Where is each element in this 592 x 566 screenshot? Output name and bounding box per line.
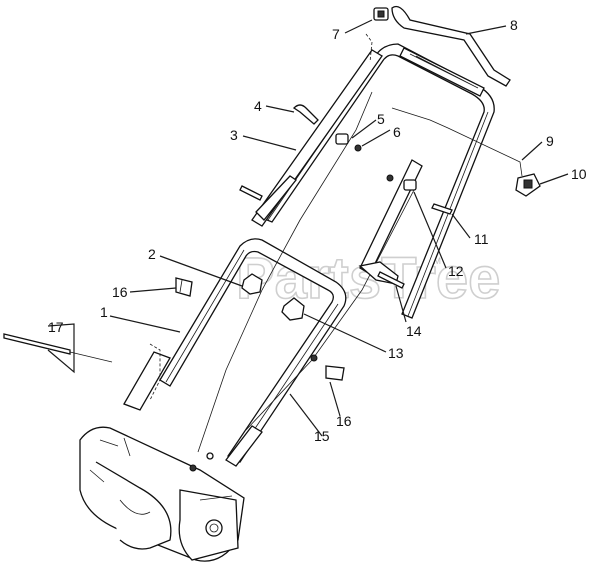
bolt-left — [239, 185, 263, 201]
leader-lines — [47, 19, 569, 437]
callout-6: 6 — [393, 124, 401, 140]
callout-5: 5 — [377, 111, 385, 127]
callout-3: 3 — [230, 127, 238, 143]
callout-13: 13 — [388, 345, 404, 361]
part-10-bracket — [515, 173, 541, 197]
control-cable — [197, 91, 373, 453]
callout-labels: 7 8 4 5 6 3 9 10 11 12 2 16 1 17 14 13 1… — [48, 17, 587, 444]
part-8-bail — [391, 5, 511, 87]
callout-11: 11 — [474, 231, 489, 247]
part-13-knob — [281, 297, 305, 321]
part-2-knob — [241, 273, 263, 295]
callout-17: 17 — [48, 319, 64, 335]
callout-1: 1 — [100, 304, 108, 320]
part-16-bolt-lower — [310, 354, 345, 381]
bracket-left — [255, 175, 297, 221]
callout-12: 12 — [448, 263, 464, 279]
callout-14: 14 — [406, 323, 422, 339]
mower-deck — [79, 426, 245, 562]
callout-9: 9 — [546, 133, 554, 149]
callout-4: 4 — [254, 98, 262, 114]
part-7-clip — [373, 7, 389, 21]
callout-10: 10 — [571, 166, 587, 182]
lower-handle — [123, 238, 347, 467]
part-11-bolt — [431, 203, 453, 215]
callout-16-lower: 16 — [336, 413, 352, 429]
callout-2: 2 — [148, 246, 156, 262]
part-15-cable-end — [206, 452, 214, 460]
part-12-knob-mount — [403, 179, 417, 191]
part-5-6-fastener — [335, 133, 362, 152]
callout-16-upper: 16 — [112, 284, 128, 300]
part-16-bolt-upper — [175, 277, 193, 297]
callout-8: 8 — [510, 17, 518, 33]
part-14-bolt — [377, 271, 405, 289]
callout-15: 15 — [314, 428, 330, 444]
part-9-cable — [391, 107, 523, 177]
part-17-rod — [3, 333, 71, 355]
callout-7: 7 — [332, 26, 340, 42]
part-6-nut — [386, 174, 394, 182]
part-4-tie — [292, 104, 319, 125]
